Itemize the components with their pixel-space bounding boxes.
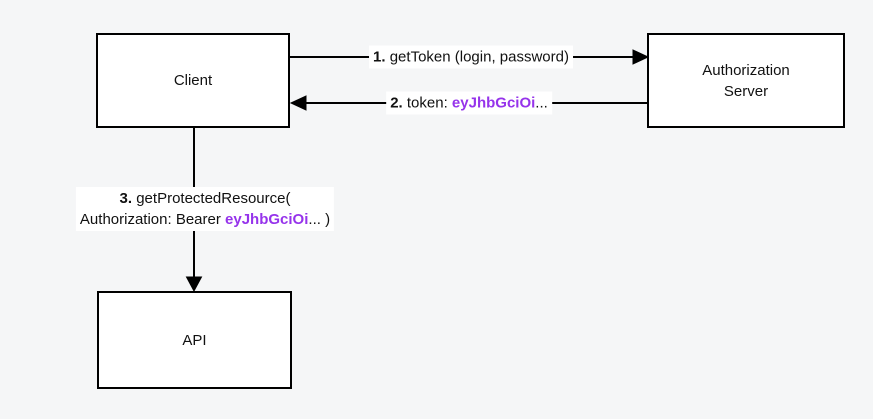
node-authorization-server: Authorization Server <box>647 33 845 128</box>
edge-label-line2: Authorization: Bearer eyJhbGciOi... ) <box>80 209 330 230</box>
edge-text-get-token: getToken (login, password) <box>389 48 569 66</box>
arrowhead-right-icon <box>632 49 650 65</box>
jwt-token-ellipsis: ... <box>535 94 548 112</box>
edge-number-1: 1. <box>373 48 386 66</box>
node-client-label: Client <box>173 72 213 89</box>
edge-text-get-protected-resource: getProtectedResource( <box>136 190 291 207</box>
jwt-token-text: eyJhbGciOi <box>451 94 536 112</box>
authorization-bearer-text: Authorization: Bearer <box>79 211 221 228</box>
edge-label-line1: 3. getProtectedResource( <box>80 188 330 209</box>
node-client: Client <box>96 33 290 128</box>
node-api: API <box>97 291 292 389</box>
edge-label-get-protected-resource: 3. getProtectedResource( Authorization: … <box>75 187 335 231</box>
node-api-label: API <box>182 331 207 349</box>
node-authorization-server-label: Authorization Server <box>702 61 790 100</box>
edge-label-get-token: 1. getToken (login, password) <box>369 45 573 69</box>
edge-number-2: 2. <box>390 94 403 112</box>
jwt-token-ellipsis-2: ... ) <box>308 211 331 228</box>
arrowhead-left-icon <box>289 95 307 111</box>
edge-text-token-response: token: <box>406 94 448 112</box>
edge-label-token-response: 2. token: eyJhbGciOi... <box>386 91 552 115</box>
edge-number-3: 3. <box>119 190 133 207</box>
jwt-token-text-2: eyJhbGciOi <box>225 211 309 228</box>
arrowhead-down-icon <box>185 276 203 293</box>
